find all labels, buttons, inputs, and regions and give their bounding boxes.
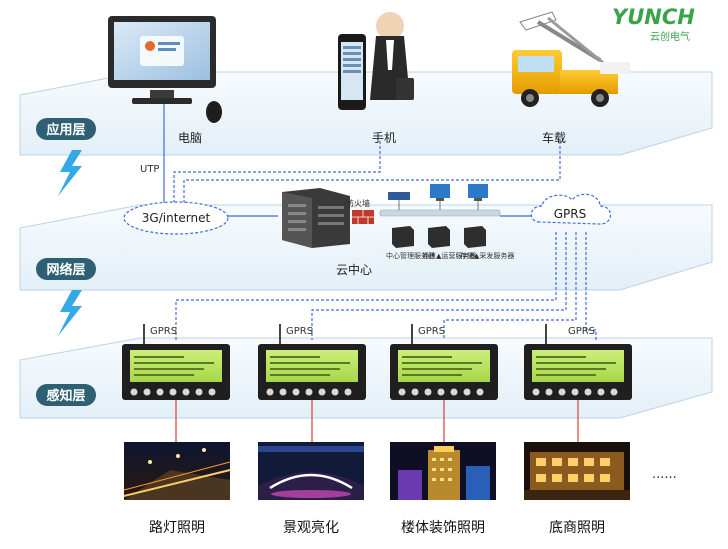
server-rack-icon: [282, 188, 350, 248]
device-label-phone: 手机: [372, 131, 396, 145]
scene-label: 路灯照明: [149, 520, 205, 536]
monitor-icon: [430, 184, 450, 201]
network-switch-icon: [379, 192, 501, 217]
controller-gprs-label: GPRS: [150, 326, 177, 337]
controller-2: [258, 324, 366, 400]
internet-label: 3G/internet: [142, 211, 211, 225]
link-line: [175, 232, 557, 340]
device-label-computer: 电脑: [178, 131, 202, 145]
gprs-cloud: GPRS: [530, 193, 612, 225]
controller-gprs-label: GPRS: [418, 326, 445, 337]
lightning-icon: [58, 150, 82, 196]
scene-label: 底商照明: [549, 520, 605, 536]
internet-cloud: 3G/internet: [123, 201, 229, 235]
lightning-icon: [58, 290, 82, 336]
controller-gprs-label: GPRS: [286, 326, 313, 337]
controller-1: [122, 324, 230, 400]
server-icon: [428, 226, 450, 248]
server-label: 通信▲运营服务器: [422, 251, 476, 260]
utp-label: UTP: [140, 164, 159, 175]
scene-image-landscape: [258, 442, 364, 500]
brand-sub-text: 云创电气: [650, 30, 690, 43]
link-line: [443, 232, 577, 340]
layer-label-text: 网络层: [46, 262, 85, 278]
layer-label-perception: 感知层: [36, 384, 96, 406]
server-label: 存储▲采发服务器: [460, 251, 514, 260]
firewall-icon: [352, 210, 374, 224]
scene-image-street-light: [123, 442, 231, 500]
truck-icon: [512, 11, 630, 107]
cloud-center-label: 云中心: [336, 262, 372, 277]
scene-label: 景观亮化: [283, 519, 339, 536]
more-indicator: ......: [652, 467, 677, 482]
scene-label: 楼体装饰照明: [401, 520, 485, 536]
layer-label-text: 感知层: [46, 388, 85, 404]
layer-label-network: 网络层: [36, 258, 96, 280]
firewall-label: 防火墙: [346, 198, 370, 208]
link-line: [173, 140, 381, 208]
link-line: [311, 232, 567, 340]
server-icon: [392, 226, 414, 248]
link-lines: [163, 104, 597, 340]
phone-icon: [338, 12, 414, 110]
controller-3: [390, 324, 498, 400]
scene-image-building: [390, 442, 496, 500]
brand-logo-text: YUNCH: [612, 5, 695, 29]
layer-label-text: 应用层: [46, 122, 85, 138]
controller-output-lines: [175, 400, 579, 442]
device-label-truck: 车载: [542, 130, 566, 145]
link-line: [585, 232, 597, 340]
link-line: [183, 140, 561, 208]
gprs-cloud-label: GPRS: [554, 207, 587, 221]
scene-image-shop: [524, 442, 630, 500]
computer-icon: [108, 16, 222, 123]
layer-label-application: 应用层: [36, 118, 96, 140]
server-label: 中心管理服务器: [386, 251, 435, 260]
controller-gprs-label: GPRS: [568, 326, 595, 337]
controller-4: [524, 324, 632, 400]
brand-logo: YUNCH 云创电气: [612, 5, 695, 43]
monitor-icon: [468, 184, 488, 201]
server-icon: [464, 226, 486, 248]
